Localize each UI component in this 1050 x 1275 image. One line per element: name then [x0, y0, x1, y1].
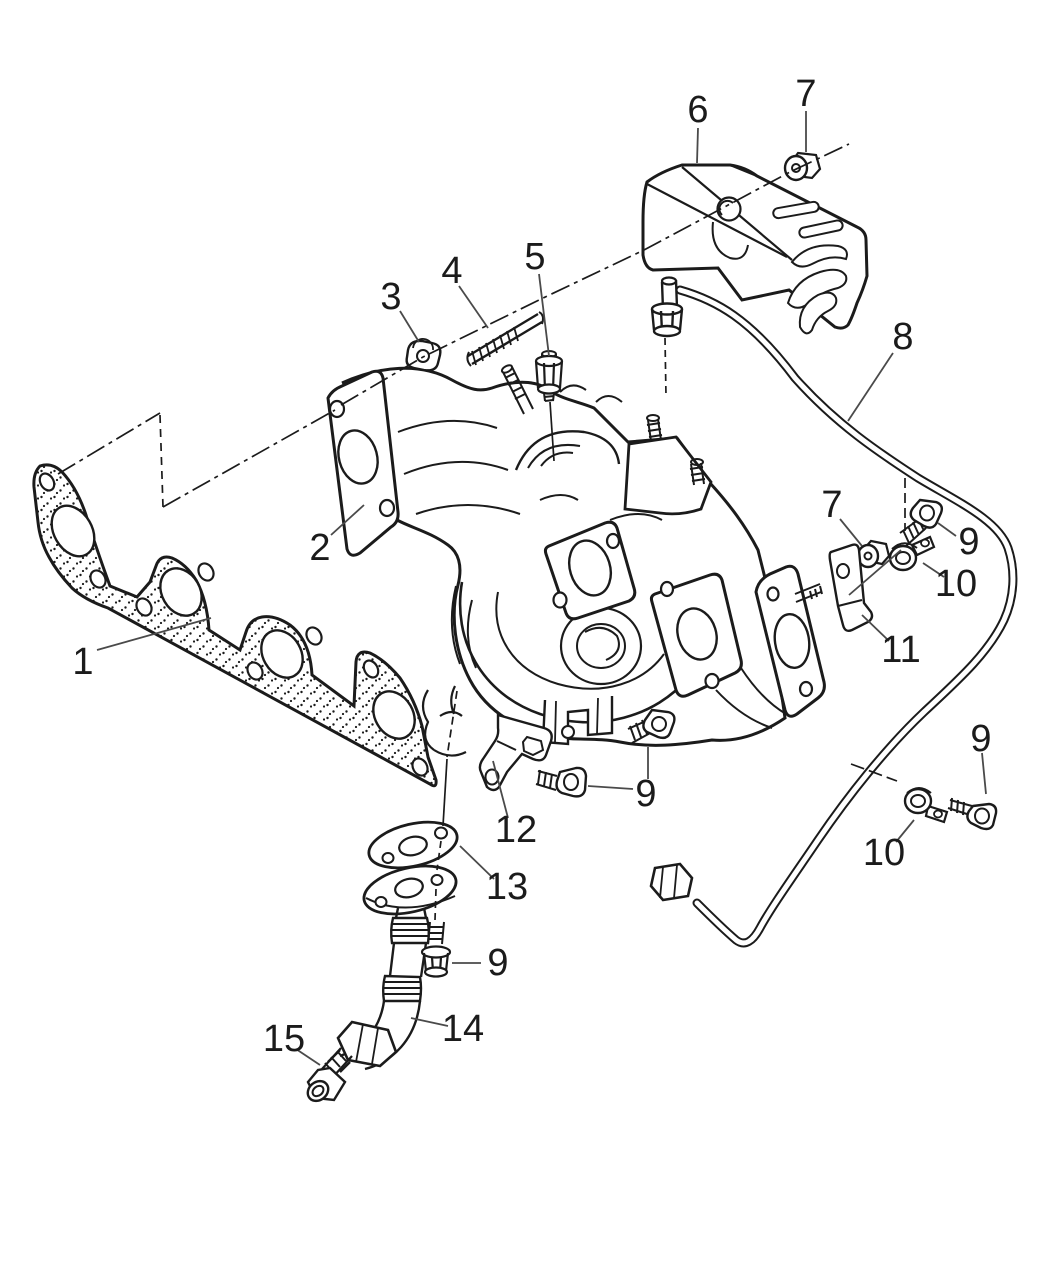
part-1-manifold-gasket [32, 463, 438, 788]
callout-7-label: 7 [795, 73, 816, 115]
callout-12-label: 12 [495, 809, 537, 851]
drain-tube-nut [336, 1020, 398, 1068]
mounting-lugs [541, 696, 614, 746]
leader-lines [96, 111, 987, 1066]
callout-13-label: 13 [486, 866, 528, 908]
callout-2-label: 2 [309, 527, 330, 569]
part-15-fitting [306, 1047, 353, 1103]
gasket-texture [32, 463, 438, 788]
leader-line [330, 504, 365, 536]
leader-line [492, 760, 509, 819]
callout-15-label: 15 [263, 1018, 305, 1060]
stud-plate [623, 414, 713, 516]
callout-1-label: 1 [72, 641, 93, 683]
leader-line [696, 127, 699, 164]
leader-line [861, 614, 890, 642]
callout-7b-label: 7 [821, 484, 842, 526]
gasket-ports [50, 504, 416, 740]
stud-4 [466, 311, 544, 367]
leader-line [410, 1017, 449, 1027]
bolt-9-bottomright [947, 797, 998, 831]
leader-line [839, 518, 863, 547]
part-6-heat-shield [641, 163, 869, 335]
leader-line [847, 352, 894, 422]
nut-3 [405, 338, 442, 372]
bracket-11 [828, 543, 874, 633]
leader-line [848, 549, 902, 596]
bolt-9-midright [899, 498, 944, 547]
callout-14-label: 14 [442, 1008, 484, 1050]
callout-3-label: 3 [380, 276, 401, 318]
bolt-9-left [627, 708, 676, 744]
leader-line [458, 285, 489, 329]
callout-4-label: 4 [441, 250, 462, 292]
side-stud [794, 583, 823, 603]
clamp-10-bottom [903, 787, 949, 824]
callout-6-label: 6 [687, 89, 708, 131]
bracket-12 [478, 713, 553, 792]
leader-line [459, 845, 495, 880]
leader-line [295, 1048, 321, 1066]
construction-lines [57, 143, 906, 921]
bolt-9-bottomleft [535, 766, 588, 798]
oil-drain-boss [421, 685, 467, 757]
leader-line [895, 819, 915, 843]
part-8-oil-feed-line [649, 276, 1018, 948]
leader-line [96, 617, 212, 651]
leader-line [922, 562, 945, 578]
callout-9b-label: 9 [635, 773, 656, 815]
callout-11-label: 11 [881, 629, 920, 671]
callout-10a-label: 10 [935, 563, 977, 605]
callout-9c-label: 9 [487, 942, 508, 984]
turbo-outlet-flange [754, 564, 826, 718]
callout-10b-label: 10 [863, 832, 905, 874]
callout-9a-label: 9 [958, 521, 979, 563]
turbine-flange-b [649, 572, 743, 698]
leader-line [981, 752, 987, 795]
callout-labels: 1 2 3 4 5 6 7 7 8 9 9 9 9 10 10 11 12 13… [72, 73, 991, 1060]
callout-9d-label: 9 [970, 718, 991, 760]
callout-8-label: 8 [892, 316, 913, 358]
part-2-manifold-turbo [326, 364, 826, 757]
heat-shield-vents [772, 200, 848, 335]
leader-line [937, 522, 957, 537]
bolt-9-bottomcenter [420, 921, 452, 978]
leader-line [587, 785, 634, 790]
rib-band-1 [390, 916, 430, 945]
feed-line-upper-fitting [650, 276, 684, 338]
callout-5-label: 5 [524, 236, 545, 278]
rib-band-2 [382, 974, 423, 1003]
fitting-5 [534, 350, 564, 402]
part-13-gaskets [362, 820, 459, 916]
top-stud [500, 364, 534, 415]
leader-line [538, 273, 550, 357]
leader-line [399, 310, 420, 343]
gasket-bolt-holes [38, 472, 429, 777]
feed-line-lower-fitting [649, 862, 694, 902]
clamp-10-mid [888, 535, 936, 572]
turbine-flange-a [543, 520, 637, 621]
manifold-inlet-flange [326, 369, 400, 557]
